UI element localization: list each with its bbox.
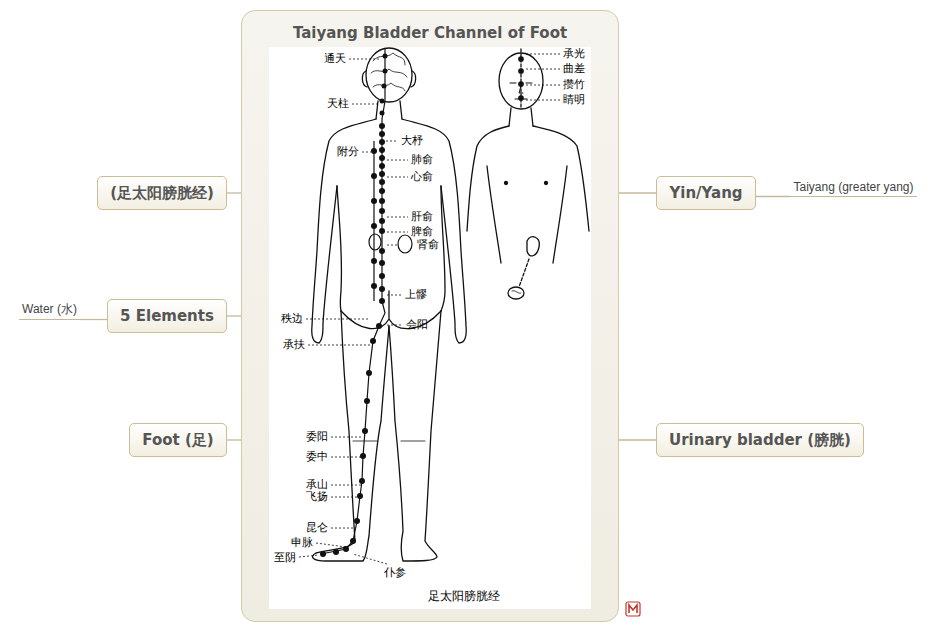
acupoint-label: 睛明 — [563, 94, 585, 106]
acupoint-label: 通天 — [324, 53, 346, 65]
branch-line — [227, 315, 241, 316]
acupoint-label: 曲差 — [563, 63, 585, 75]
acupoint-label: 脾俞 — [411, 226, 433, 238]
acupoint-label: 申脉 — [291, 537, 313, 549]
acupoint-label: 肝俞 — [411, 211, 433, 223]
branch-line — [227, 192, 241, 193]
acupoint-label: 肺俞 — [411, 154, 433, 166]
acupoint-label: 承光 — [563, 48, 585, 60]
central-panel: Taiyang Bladder Channel of Foot 通天天柱附分 大杼肺… — [241, 10, 619, 622]
acupoint-label: 附分 — [337, 146, 359, 158]
acupoint-label: 心俞 — [411, 171, 433, 183]
branch-line — [619, 439, 656, 440]
leader-lines — [299, 54, 560, 564]
acupoint-label: 委阳 — [306, 431, 328, 443]
acupoint-label: 会阳 — [406, 319, 428, 331]
map-icon — [625, 601, 641, 617]
acupoint-label: 秩边 — [281, 313, 303, 325]
branch-line — [619, 192, 656, 193]
image-ground — [269, 47, 591, 609]
acupoint-label: 仆参 — [384, 567, 406, 579]
topic-box: Urinary bladder (膀胱) — [656, 423, 864, 457]
topic-label: Urinary bladder (膀胱) — [669, 431, 851, 450]
acupoint-label: 攒竹 — [563, 79, 585, 91]
acupoint-label: 承扶 — [283, 339, 305, 351]
back-figure — [312, 48, 466, 561]
topic-label: (足太阳膀胱经) — [110, 184, 214, 203]
front-figure — [467, 49, 589, 299]
subtopic-label: Water (水) — [22, 301, 77, 318]
acupoint-label: 委中 — [306, 451, 328, 463]
panel-title: Taiyang Bladder Channel of Foot — [242, 24, 618, 42]
acupoint-label: 天柱 — [327, 98, 349, 110]
topic-box: 5 Elements — [107, 299, 227, 333]
acupoint-label: 上髎 — [405, 289, 427, 301]
acupoint-label: 肾俞 — [417, 239, 439, 251]
topic-label: 5 Elements — [120, 307, 214, 325]
subtopic-label: Taiyang (greater yang) — [793, 180, 913, 194]
acupoint-label: 大杼 — [401, 135, 423, 147]
topic-label: Foot (足) — [142, 431, 213, 450]
subtopic-text: Water (水) — [19, 300, 80, 320]
acupoint-label: 承山 — [306, 479, 328, 491]
subtopic-text: Taiyang (greater yang) — [790, 177, 917, 197]
acupoint-label: 昆仑 — [306, 522, 328, 534]
branch-line — [227, 439, 241, 440]
topic-box: Foot (足) — [129, 423, 227, 457]
topic-box: (足太阳膀胱经) — [97, 176, 227, 210]
figure-caption: 足太阳膀胱经 — [428, 589, 500, 603]
topic-box: Yin/Yang — [656, 176, 756, 210]
bladder-channel — [320, 49, 412, 557]
acupoint-label: 至阴 — [274, 552, 296, 564]
topic-label: Yin/Yang — [669, 184, 742, 202]
branch-line — [80, 319, 107, 320]
acupoint-label: 飞扬 — [306, 491, 328, 503]
branch-line — [756, 196, 790, 197]
